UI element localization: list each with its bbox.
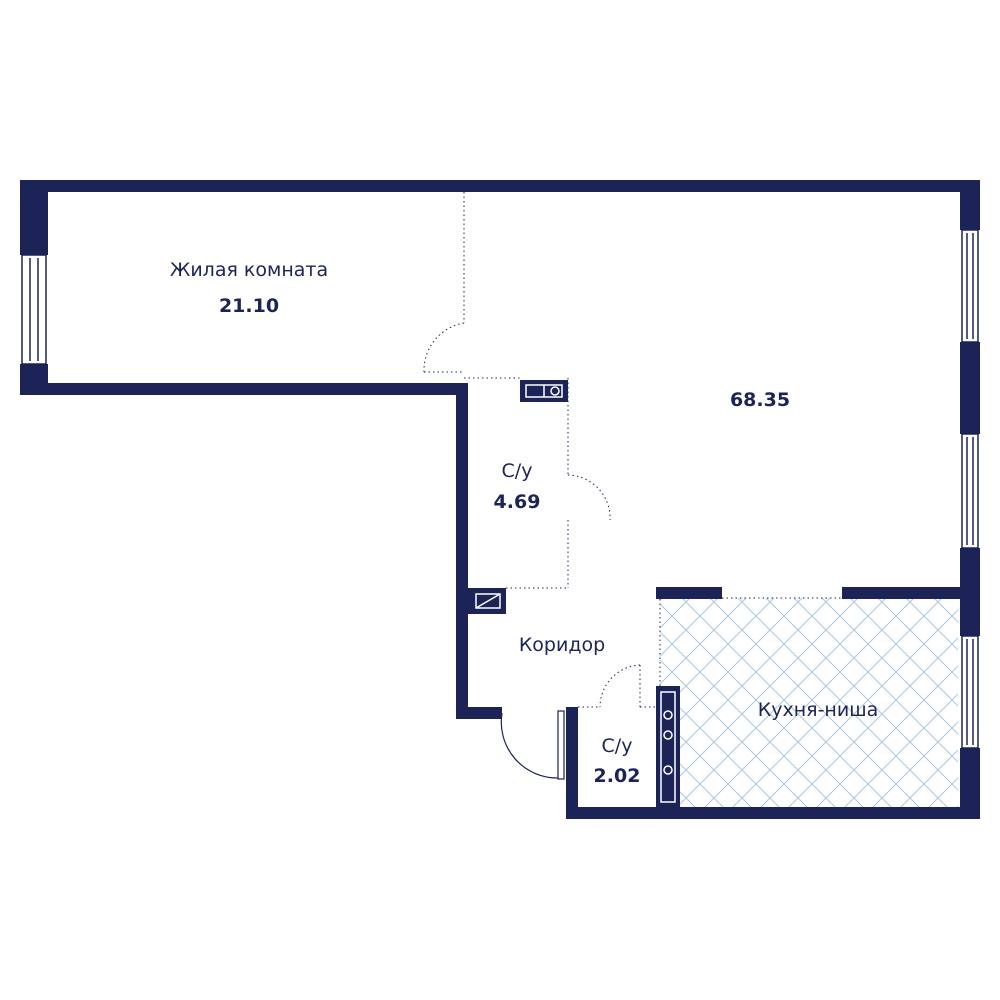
room-area-living: 21.10: [219, 295, 279, 317]
windows: [21, 229, 979, 749]
shaft-details: [475, 384, 676, 803]
window-right-1: [961, 229, 979, 343]
wall-kitchen-partition: [656, 686, 680, 810]
wall-entry-left: [456, 707, 502, 719]
window-right-3: [961, 635, 979, 749]
window-left: [21, 254, 47, 365]
wall-left-top: [20, 180, 48, 255]
wall-right-1: [960, 180, 980, 230]
window-right-2: [961, 433, 979, 549]
wall-center-left: [456, 383, 468, 719]
entrance-door: [500, 710, 565, 780]
room-area-bath2: 2.02: [594, 765, 641, 787]
door-swings: [423, 322, 641, 708]
wall-top: [20, 180, 980, 192]
wall-right-3: [960, 548, 980, 636]
walls: [20, 180, 980, 819]
wall-kitchen-top-left: [656, 587, 722, 599]
room-area-bath1: 4.69: [494, 491, 541, 513]
wall-right-2: [960, 342, 980, 434]
wall-right-4: [960, 748, 980, 819]
wall-entry-right-post: [566, 707, 578, 819]
room-label-corridor: Коридор: [519, 634, 605, 656]
dotted-partitions: [424, 192, 842, 708]
room-label-kitchen: Кухня-ниша: [758, 699, 879, 721]
wall-living-bottom: [20, 383, 468, 395]
room-area-main: 68.35: [730, 389, 790, 411]
wall-bottom: [566, 807, 980, 819]
kitchen-floor-hatch: [660, 598, 958, 808]
wall-kitchen-top-right: [842, 587, 962, 599]
room-label-bath1: С/у: [502, 460, 533, 482]
room-label-living: Жилая комната: [170, 259, 328, 281]
room-label-bath2: С/у: [602, 735, 633, 757]
